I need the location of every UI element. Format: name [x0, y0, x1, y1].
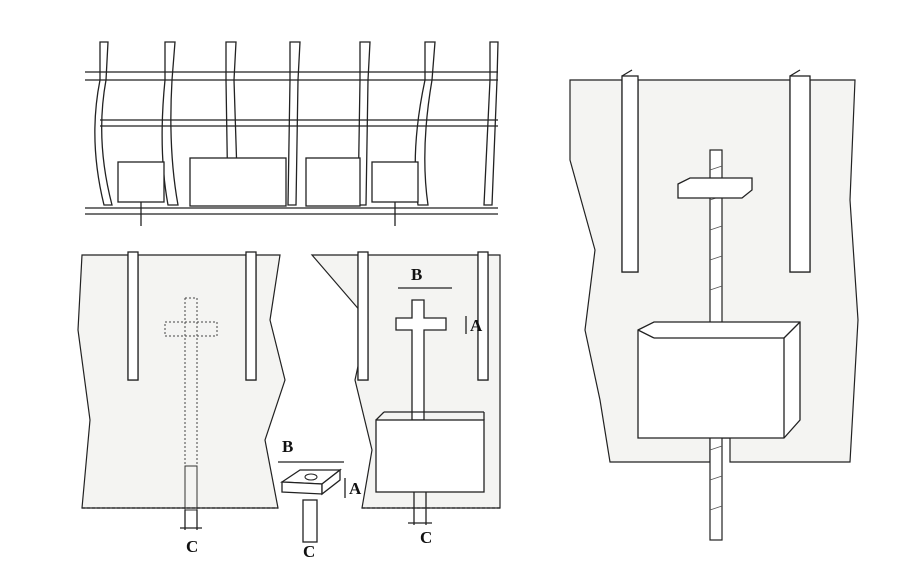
hull-frames-view	[85, 41, 499, 226]
label-b-right: B	[411, 265, 422, 284]
label-a-middle: A	[349, 479, 362, 498]
nut-detail	[278, 461, 346, 543]
frame-assembly-view	[310, 251, 501, 525]
label-c-right: C	[420, 528, 432, 547]
frame-drilling-view-left	[77, 251, 286, 530]
label-c-left: C	[186, 537, 198, 556]
label-b-middle: B	[282, 437, 293, 456]
label-a-right: A	[470, 316, 483, 335]
label-c-middle: C	[303, 542, 315, 561]
jack-screw-detail	[569, 69, 859, 541]
